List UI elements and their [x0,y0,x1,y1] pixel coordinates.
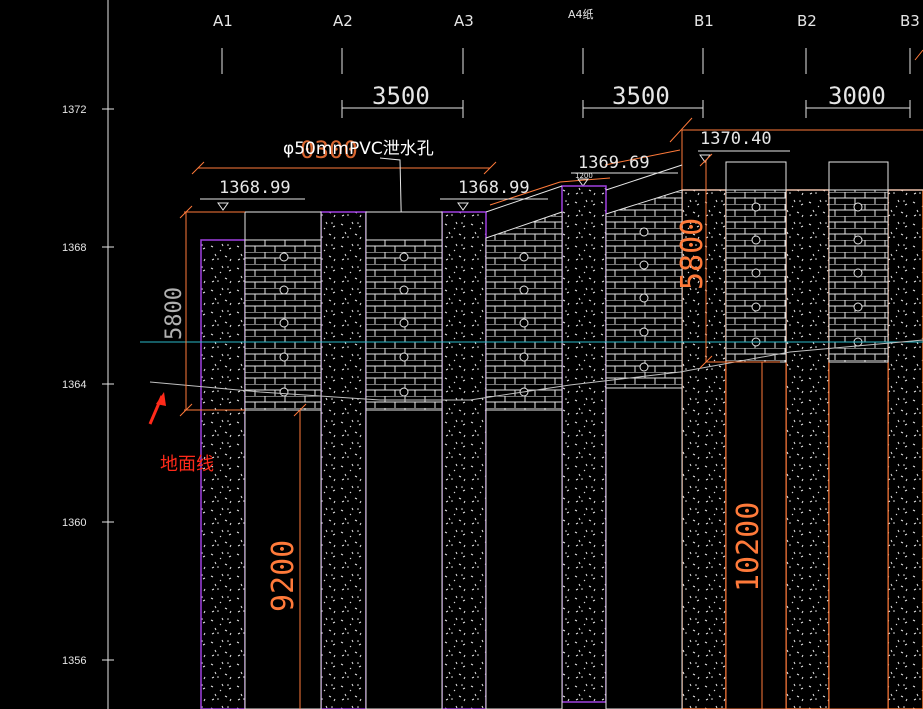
wall-cap [828,161,889,191]
axis-label-b3: B3 [900,12,920,30]
pile [887,189,923,709]
paper-size-label: A4纸 [568,8,594,21]
ground-line [149,339,923,401]
axis-labels: A1 A2 A3 B1 B2 B3 A4纸 [213,8,920,74]
pile [441,211,487,709]
brick-wall [485,211,563,411]
elevation-tick: 1372 [62,104,86,116]
horizontal-dimensions [341,100,911,118]
dimension-label: 3500 [372,82,430,110]
slope-lines [485,164,923,213]
dimension-label: 3000 [828,82,886,110]
top-dimension-line [191,49,923,206]
pipe-note: φ50mmPVC泄水孔 [283,139,434,159]
pile [320,211,367,709]
axis-label-a1: A1 [213,12,233,30]
wall-cap [244,211,322,241]
wall-cap [725,161,787,191]
vertical-dim-pile: 9200 [266,540,301,612]
elevation-tick: 1364 [62,379,86,391]
pile [200,239,246,709]
pile [561,185,607,703]
elevation-a3: 1368.99 [458,178,530,198]
elevation-markers [200,150,790,211]
ground-line-label: 地面线 [160,454,214,475]
elevation-mid: 1369.69 [578,153,650,173]
vertical-dim-left: 5800 [162,287,187,340]
elevation-tick: 1368 [62,242,86,254]
vertical-dim-right: 5800 [675,218,710,290]
vertical-dimension-lines [179,153,780,709]
ground-line-annotation: 地面线 [148,392,214,475]
elevation-tick: 1360 [62,517,86,529]
pile [785,189,830,709]
elevation-ruler: 1372 1368 1364 1360 1356 [62,0,114,709]
piles [200,185,923,709]
axis-label-b2: B2 [797,12,817,30]
small-dimension: 1200 [575,172,593,180]
vertical-dim-b-pile: 10200 [731,502,766,592]
ghost-dimension: 0300 [300,136,358,164]
axis-label-a3: A3 [454,12,474,30]
elevation-tick: 1356 [62,655,86,667]
brick-wall [605,189,683,389]
dimension-label: 3500 [612,82,670,110]
wall-cap [365,211,443,241]
elevation-a1: 1368.99 [219,178,291,198]
elevation-b1: 1370.40 [700,129,772,149]
axis-label-b1: B1 [694,12,714,30]
axis-label-a2: A2 [333,12,353,30]
